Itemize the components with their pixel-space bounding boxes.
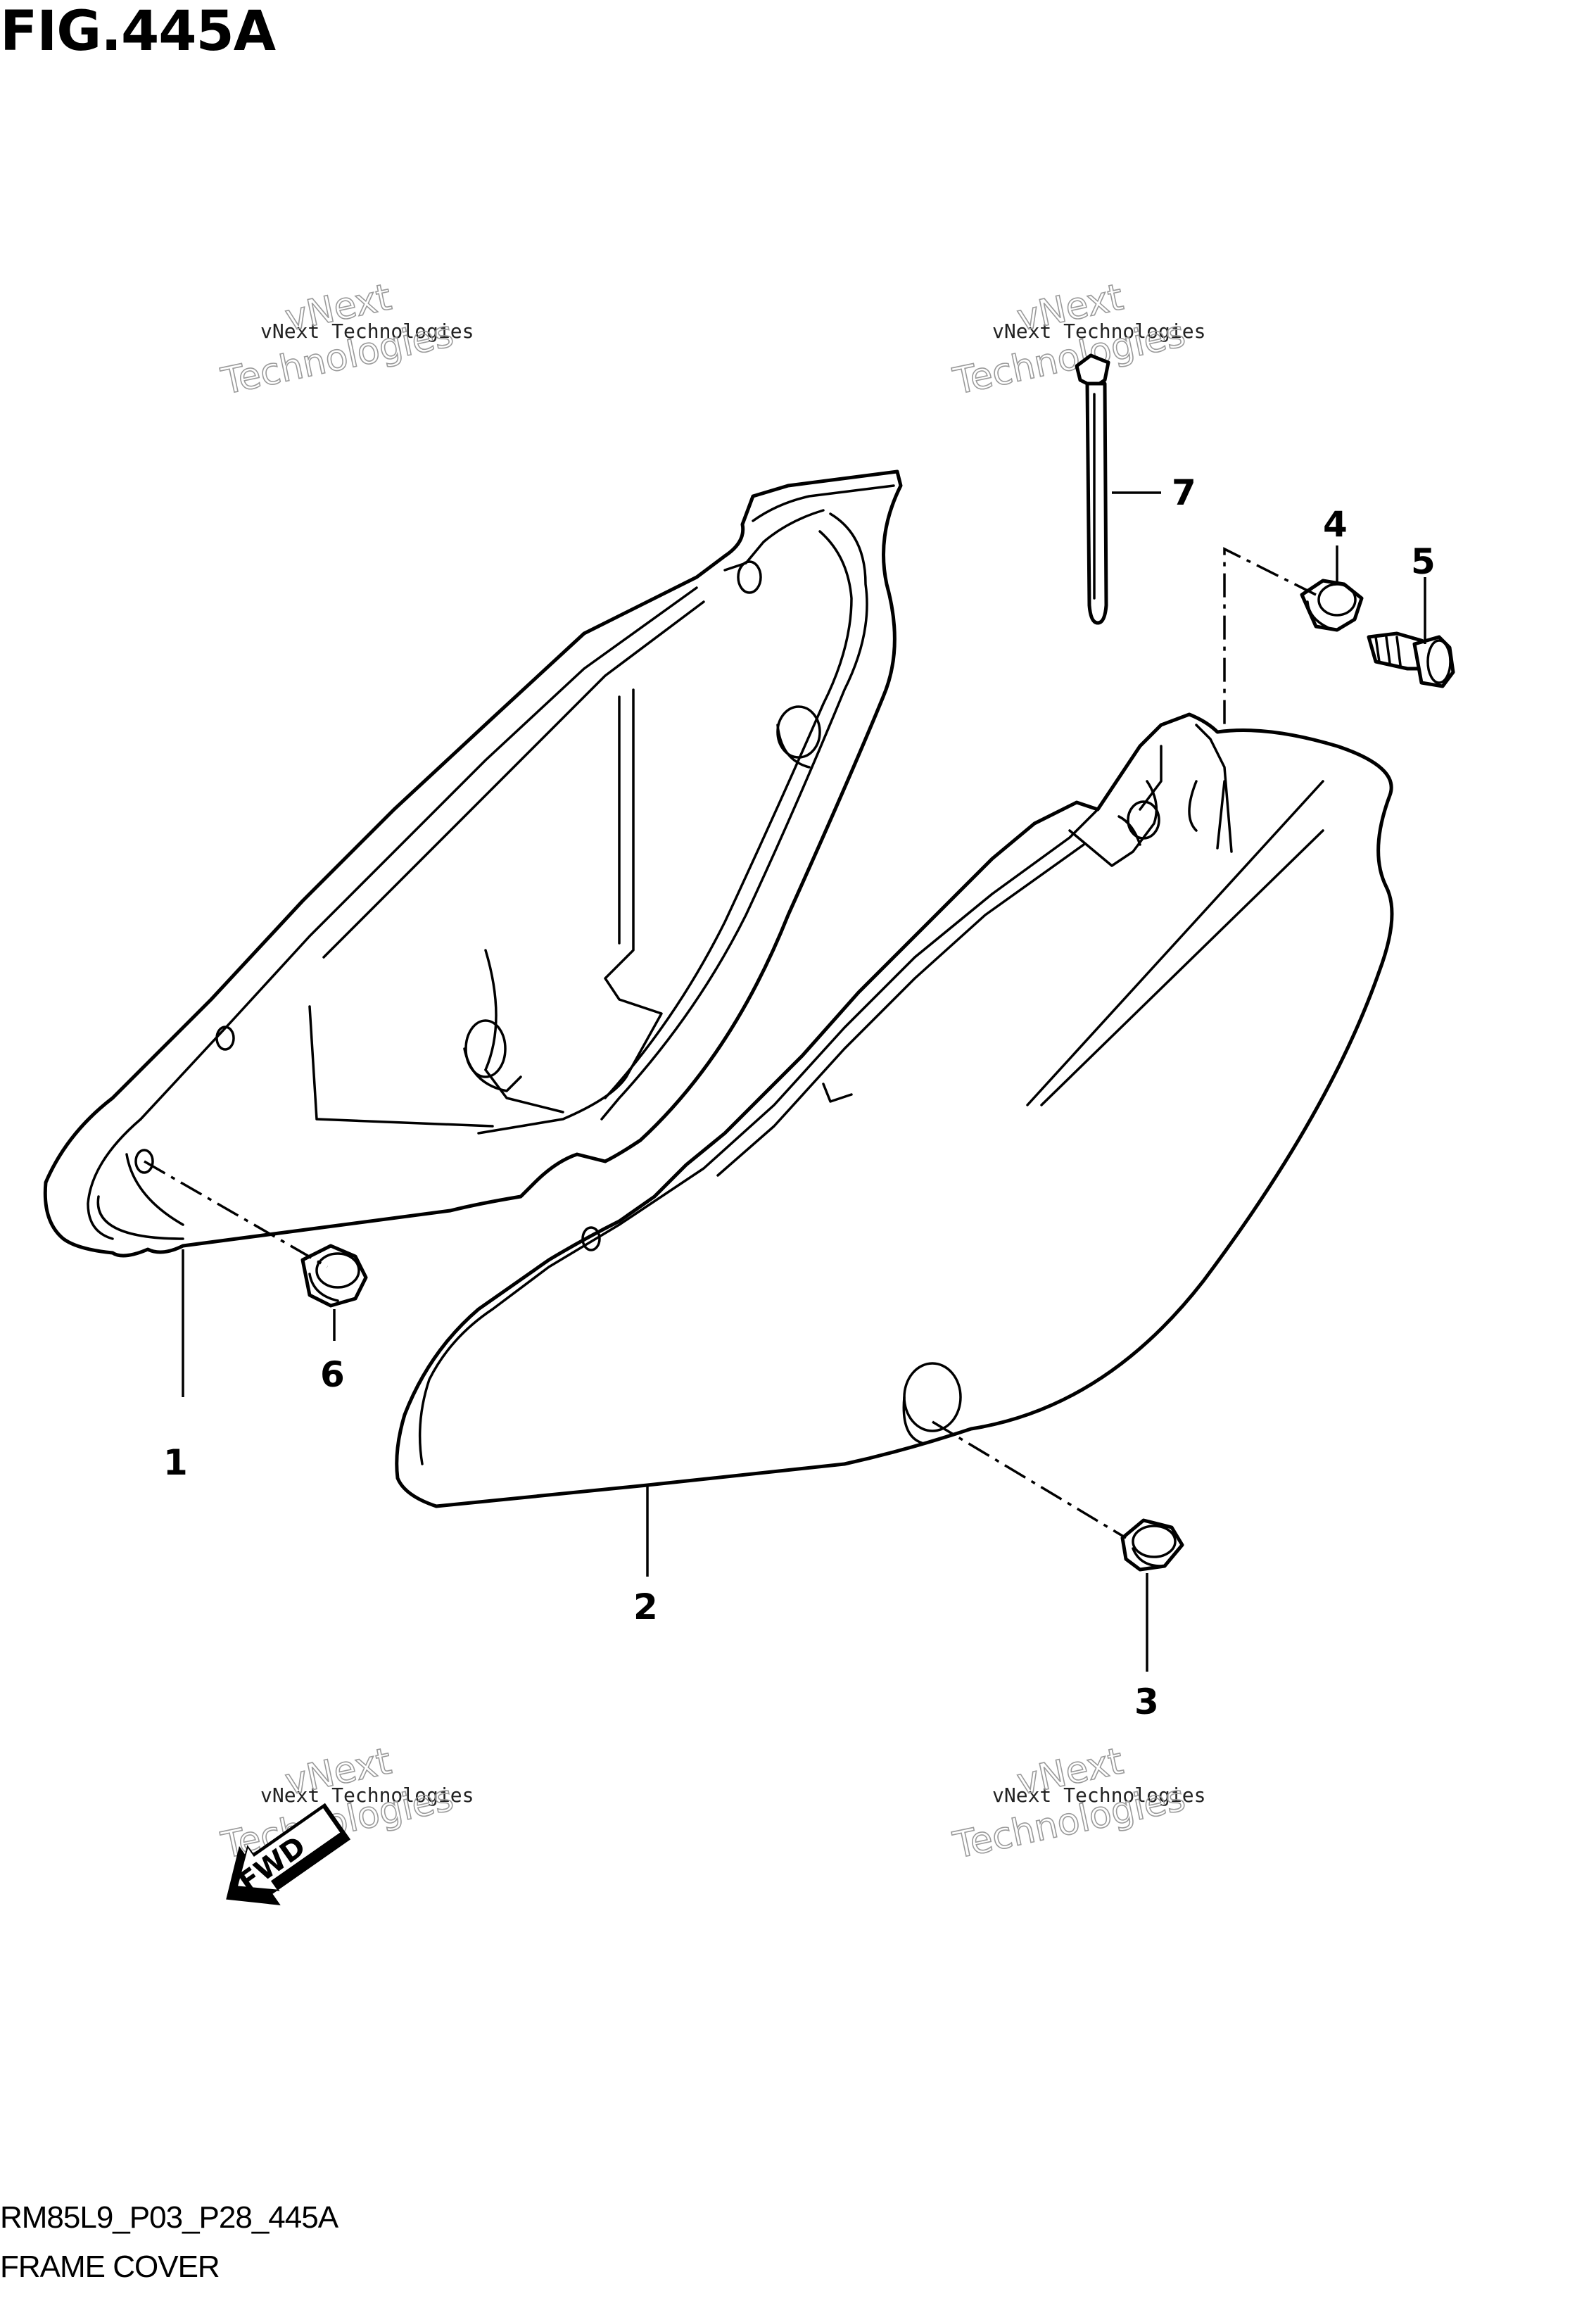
callout-6: 6 — [320, 1354, 345, 1395]
grommet-part-4[interactable] — [1300, 579, 1364, 632]
grommet-part-3[interactable] — [1120, 1518, 1184, 1572]
watermark-line: vNext Technologies — [260, 320, 474, 343]
callout-7: 7 — [1172, 472, 1196, 513]
grommet-part-6[interactable] — [300, 1244, 368, 1308]
watermark-line: vNext Technologies — [992, 320, 1205, 343]
figure-title: FIG.445A — [0, 0, 276, 63]
watermark-line: vNext Technologies — [992, 1784, 1205, 1807]
watermark: vNext Technologies Technologies vNext — [217, 276, 474, 404]
callout-1: 1 — [163, 1442, 188, 1483]
watermark: vNext Technologies Technologies vNext — [949, 1740, 1205, 1868]
frame-cover-right-part[interactable] — [395, 712, 1394, 1508]
callout-4: 4 — [1323, 504, 1348, 545]
watermark: vNext Technologies Technologies vNext — [949, 276, 1205, 404]
bolt-part-5[interactable] — [1367, 631, 1455, 688]
figure-code: RM85L9_P03_P28_445A — [0, 2200, 338, 2235]
figure-name: FRAME COVER — [0, 2250, 220, 2284]
callout-3: 3 — [1134, 1681, 1159, 1722]
callouts: 1 2 3 4 5 6 7 — [163, 472, 1436, 1722]
watermark: vNext Technologies Technologies vNext — [217, 1740, 474, 1868]
watermark-line: vNext Technologies — [260, 1784, 474, 1807]
callout-2: 2 — [633, 1586, 658, 1627]
leader-lines — [144, 491, 1426, 1672]
callout-5: 5 — [1411, 541, 1436, 582]
frame-cover-left-part[interactable] — [43, 469, 903, 1258]
fwd-arrow-icon: FWD — [226, 1803, 351, 1905]
cable-tie-part-7[interactable] — [1075, 353, 1110, 625]
